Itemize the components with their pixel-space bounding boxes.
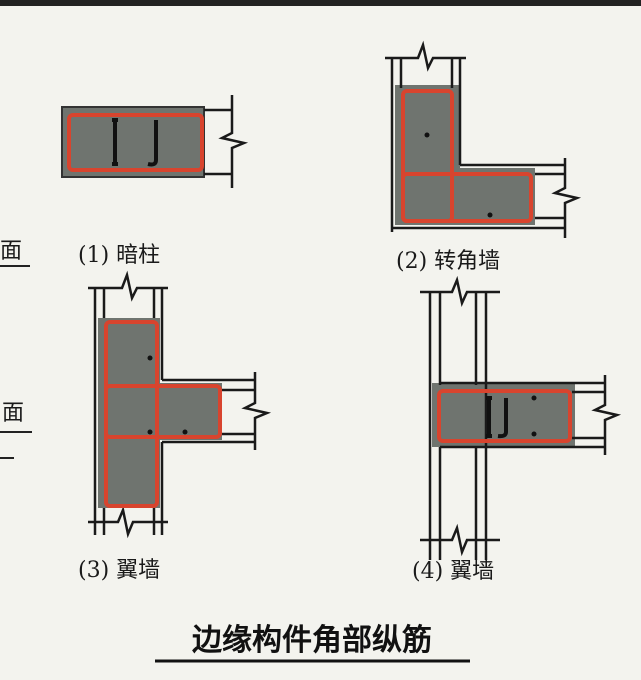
figure-flange-wall-3 [88,270,272,539]
fragment-2: 面 [2,401,24,426]
figure-2-label: (2) 转角墙 [396,249,500,274]
figure-flange-wall-4 [420,275,622,560]
figure-3-label: (3) 翼墙 [78,558,160,583]
figure-4-label: (4) 翼墙 [412,559,494,584]
diagram-title: 边缘构件角部纵筋 [192,623,432,658]
top-border [0,0,641,6]
fragment-1: 面 [0,239,22,264]
figure-corner-wall [385,40,582,238]
figure-hidden-column [61,95,249,188]
figure-1-label: (1) 暗柱 [78,243,160,268]
